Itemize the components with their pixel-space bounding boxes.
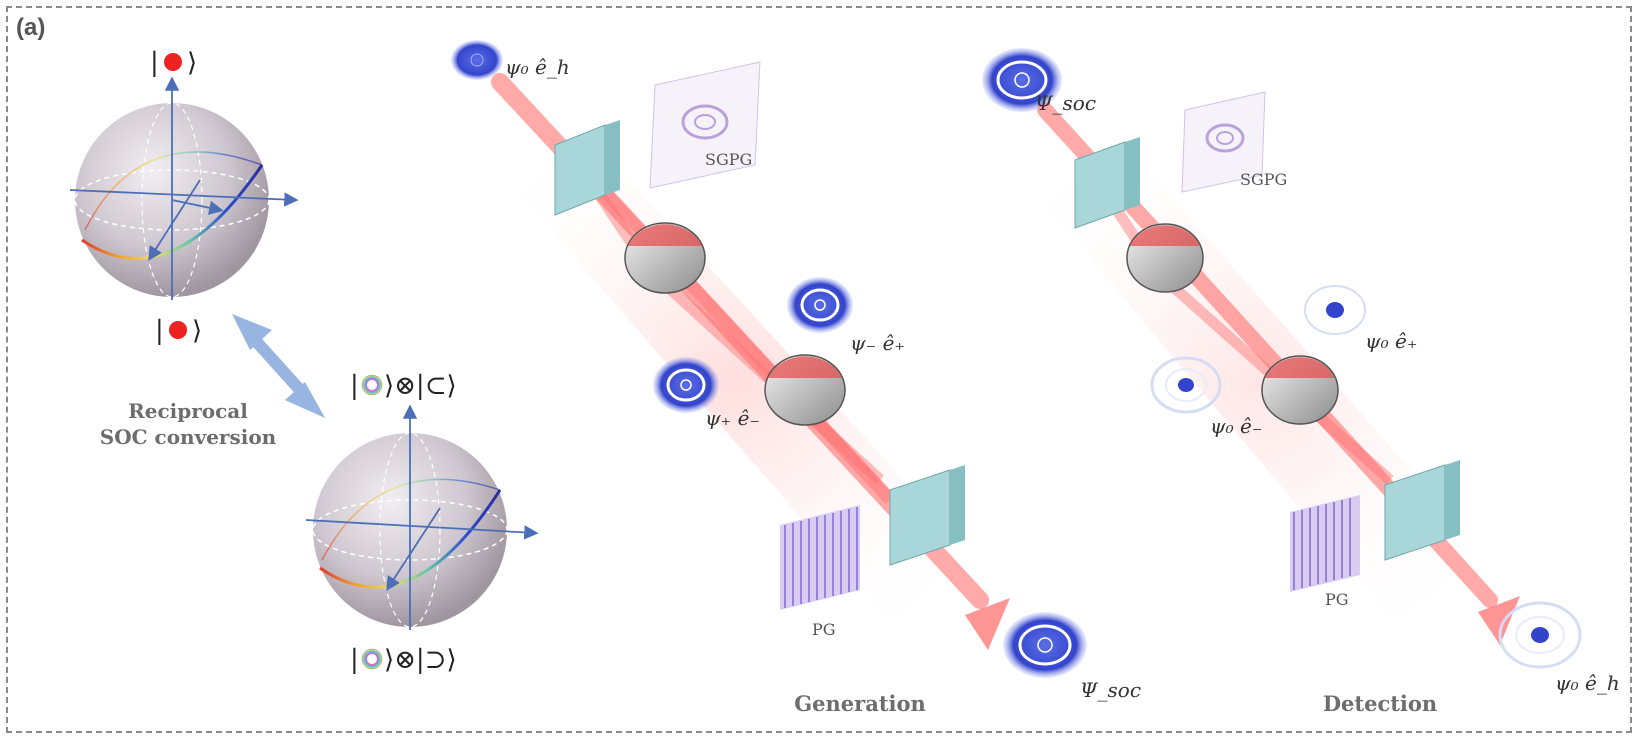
svg-text:|: | bbox=[150, 48, 159, 78]
detection-sgpg-element bbox=[1181, 91, 1266, 193]
detection-input-label: Ψ_soc bbox=[1035, 91, 1096, 115]
svg-text:|: | bbox=[350, 371, 359, 401]
conversion-label-line2: SOC conversion bbox=[100, 425, 277, 449]
sphere-top-south-ket: | ⟩ bbox=[155, 316, 202, 346]
svg-text:⟩⊗|⊂⟩: ⟩⊗|⊂⟩ bbox=[384, 371, 457, 401]
generation-lens-1 bbox=[624, 222, 706, 294]
svg-text:|: | bbox=[350, 645, 359, 675]
generation-input-label: ψ₀ ê_h bbox=[505, 55, 570, 79]
generation-minus-label: ψ₋ ê₊ bbox=[850, 331, 905, 355]
detection-beam-arrowhead bbox=[1478, 596, 1520, 645]
detection-lens-2 bbox=[1261, 355, 1339, 425]
sphere-top bbox=[69, 76, 299, 300]
detection-sgpg-label: SGPG bbox=[1240, 170, 1287, 189]
generation-input-mode bbox=[451, 40, 503, 80]
generation-setup bbox=[420, 40, 1087, 700]
detection-plus-mode bbox=[1304, 285, 1366, 335]
generation-plus-label: ψ₊ ê₋ bbox=[705, 406, 760, 430]
sphere-top-north-ket: | ⟩ bbox=[150, 48, 197, 78]
generation-beam-split-a bbox=[575, 160, 895, 505]
conversion-arrow-icon bbox=[232, 314, 325, 418]
generation-plate-1 bbox=[554, 120, 620, 216]
detection-lens-1 bbox=[1126, 223, 1204, 293]
detection-output-label: ψ₀ ê_h bbox=[1555, 671, 1620, 695]
detection-input-mode bbox=[982, 48, 1062, 112]
generation-stage-title: Generation bbox=[794, 691, 926, 716]
detection-plus-label: ψ₀ ê₊ bbox=[1365, 329, 1417, 353]
detection-plate-1 bbox=[1074, 137, 1140, 229]
detection-pg-element bbox=[1290, 495, 1360, 592]
generation-sgpg-label: SGPG bbox=[705, 150, 752, 169]
conversion-label-line1: Reciprocal bbox=[128, 399, 248, 423]
generation-plate-2 bbox=[889, 465, 965, 566]
generation-output-label: Ψ_soc bbox=[1080, 678, 1141, 702]
detection-pg-label: PG bbox=[1325, 590, 1349, 609]
sphere-bottom-north-ket: | ⟩⊗|⊂⟩ bbox=[350, 371, 457, 401]
generation-output-mode bbox=[1003, 612, 1087, 678]
svg-text:|: | bbox=[155, 316, 164, 346]
panel-label: (a) bbox=[16, 14, 46, 41]
detection-minus-mode bbox=[1150, 356, 1222, 414]
svg-text:⟩: ⟩ bbox=[192, 316, 202, 346]
generation-sgpg-element bbox=[649, 61, 761, 189]
generation-plus-mode bbox=[653, 357, 719, 413]
detection-output-mode bbox=[1498, 601, 1582, 669]
generation-pg-element bbox=[780, 505, 860, 610]
svg-text:⟩: ⟩ bbox=[187, 48, 197, 78]
generation-beam-arrowhead bbox=[965, 598, 1010, 650]
svg-text:⟩⊗|⊃⟩: ⟩⊗|⊃⟩ bbox=[384, 645, 457, 675]
sphere-bottom bbox=[305, 404, 539, 630]
sphere-bottom-south-ket: | ⟩⊗|⊃⟩ bbox=[350, 645, 457, 675]
detection-plate-2 bbox=[1384, 460, 1460, 561]
generation-minus-mode bbox=[787, 277, 853, 333]
generation-pg-label: PG bbox=[812, 620, 836, 639]
detection-setup bbox=[950, 48, 1582, 700]
generation-lens-2 bbox=[764, 354, 846, 426]
detection-minus-label: ψ₀ ê₋ bbox=[1210, 414, 1262, 438]
detection-stage-title: Detection bbox=[1323, 691, 1437, 716]
